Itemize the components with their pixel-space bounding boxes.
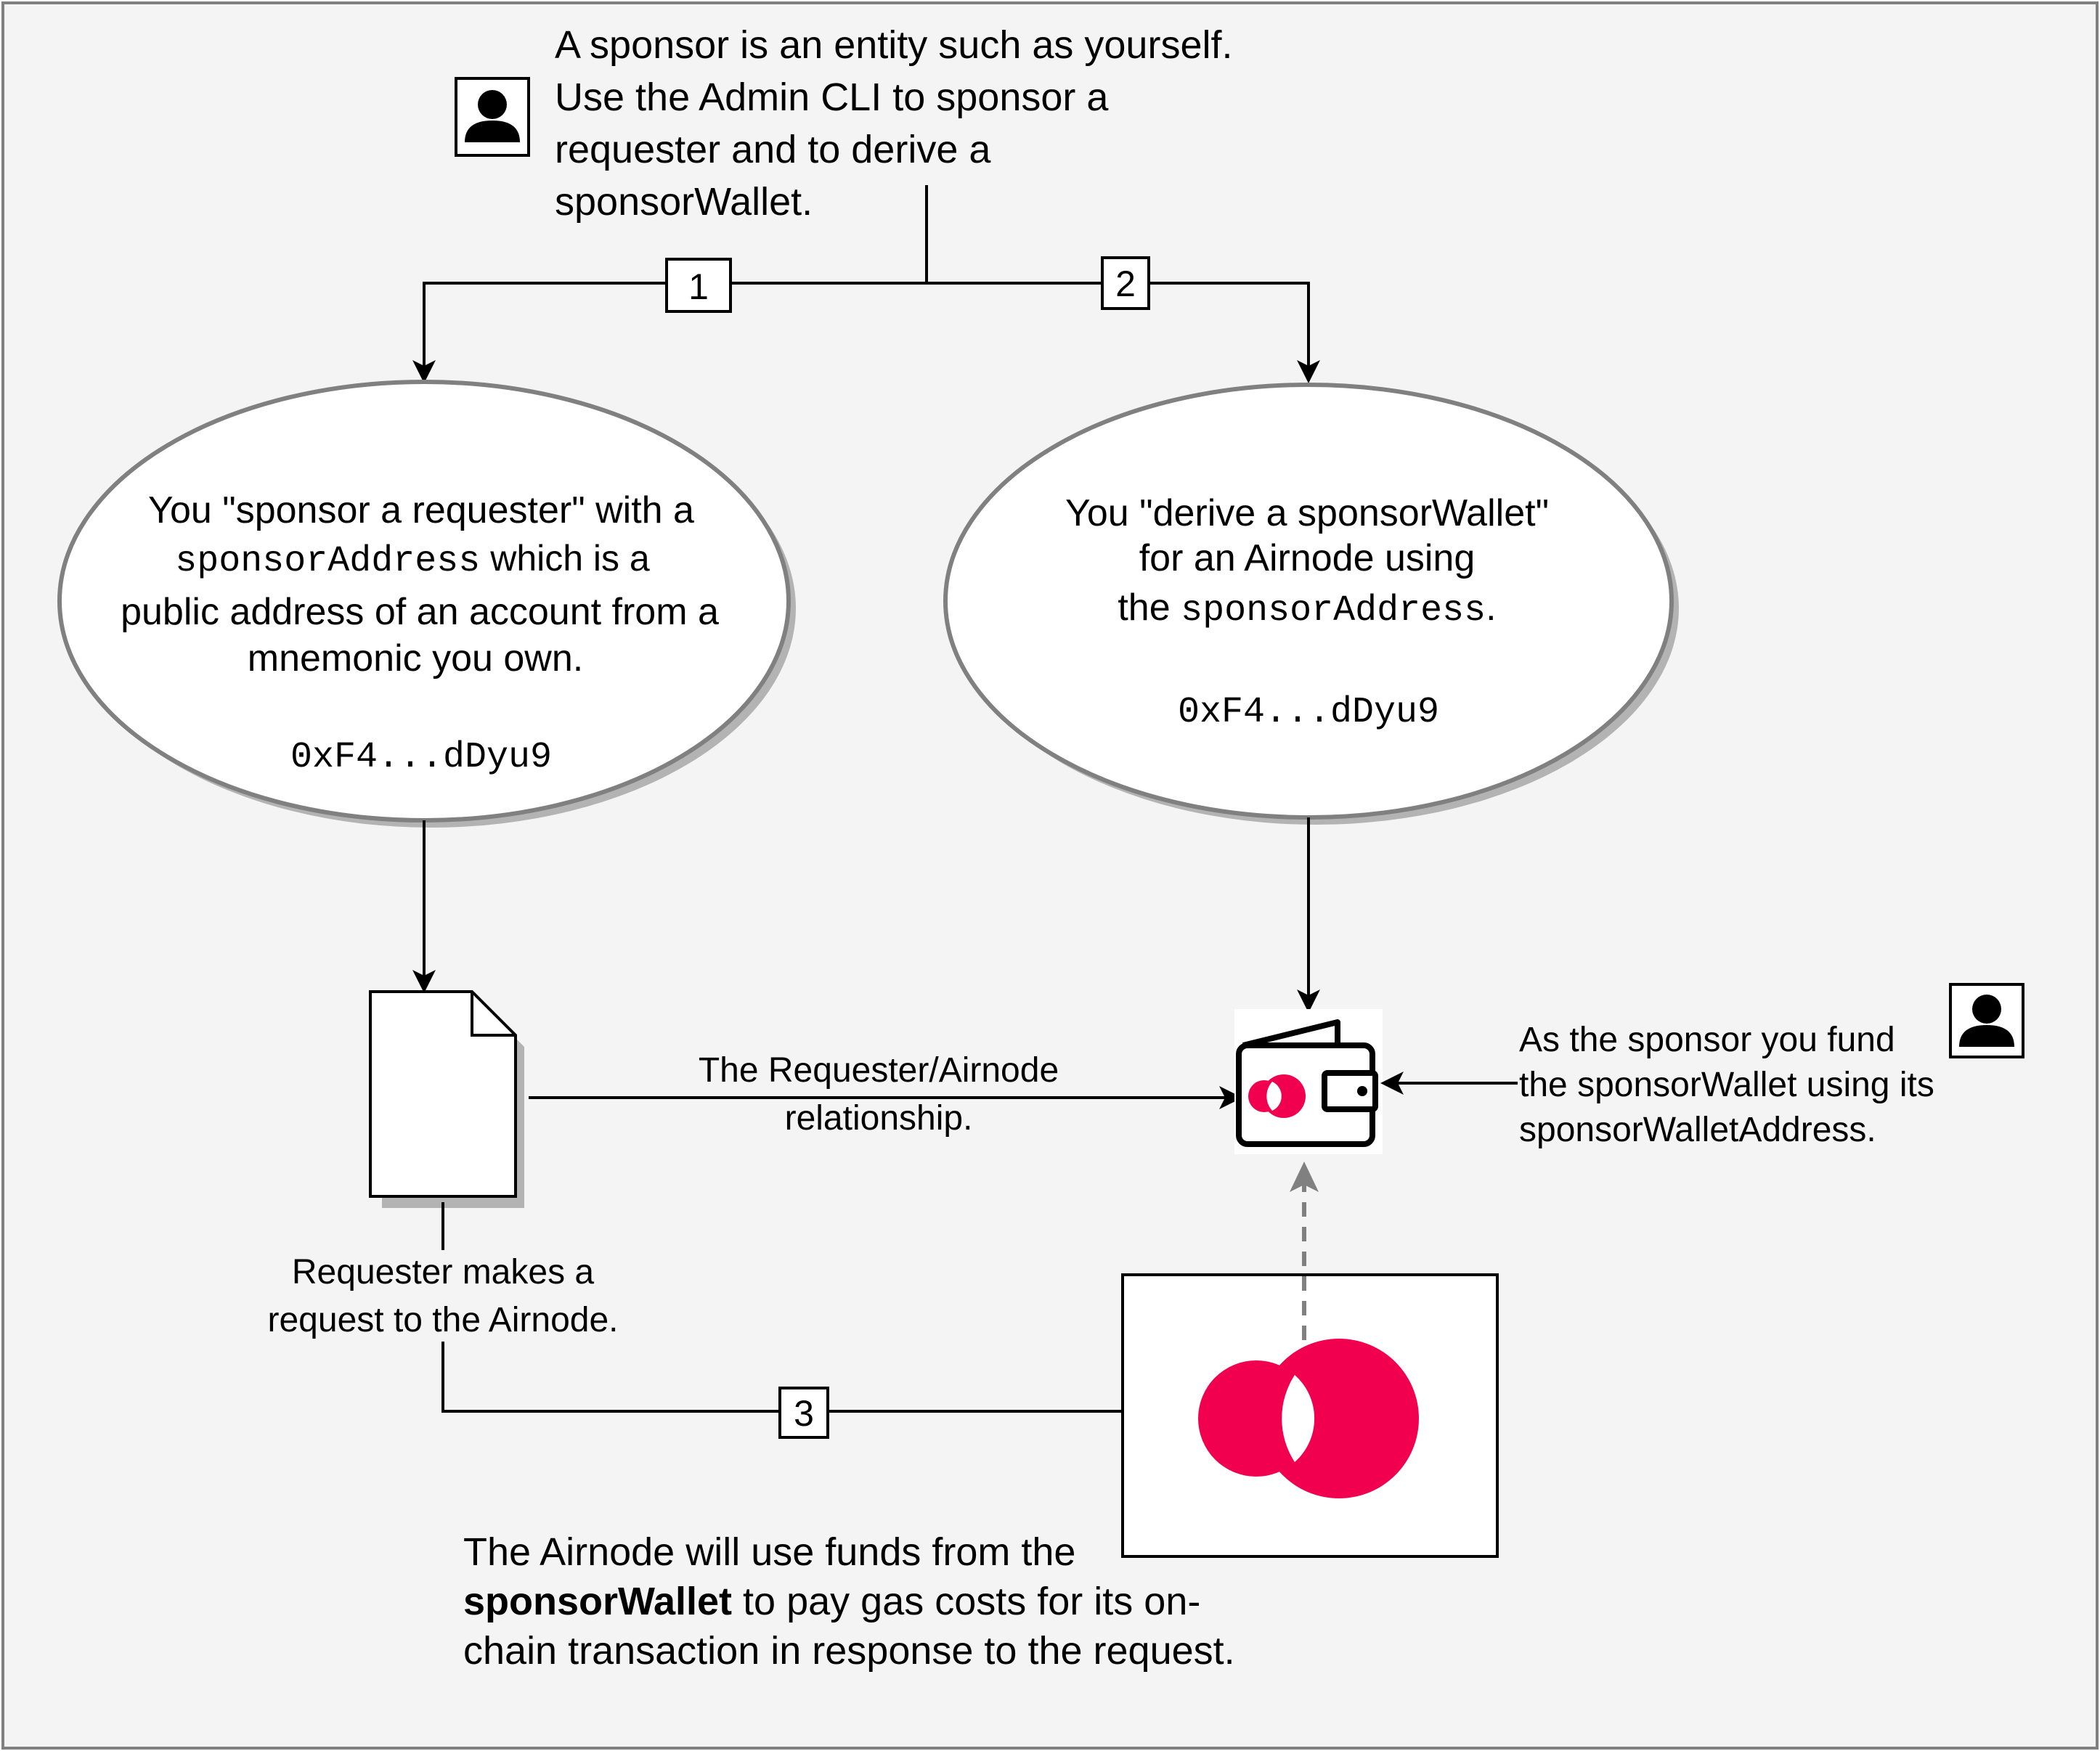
step-3-badge: 3 <box>778 1387 829 1439</box>
sponsor-note-line-4: sponsorWallet. <box>555 180 813 224</box>
right-node-line-1: You "derive a sponsorWallet" <box>1065 492 1549 534</box>
user-icon <box>455 77 530 157</box>
user-icon <box>1949 983 2024 1058</box>
fund-note-line-3: sponsorWalletAddress. <box>1519 1111 1876 1149</box>
sponsor-note-line-3: requester and to derive a <box>555 128 991 171</box>
fund-note-line-1: As the sponsor you fund <box>1519 1021 1895 1059</box>
right-node-line-3-end: . <box>1486 587 1496 629</box>
left-node-line-2: sponsorAddress which is a <box>175 538 650 582</box>
fund-note-line-2: the sponsorWallet using its <box>1519 1066 1934 1104</box>
sponsor-note-line-1: A sponsor is an entity such as yourself. <box>555 23 1232 67</box>
airnode-note-line-2: sponsorWallet to pay gas costs for its o… <box>463 1580 1200 1623</box>
airnode-to-wallet-dashed-edge <box>1290 1162 1319 1340</box>
step-1-badge: 1 <box>665 258 732 313</box>
left-node-line-1: You "sponsor a requester" with a <box>148 489 694 531</box>
relationship-label-line-1: The Requester/Airnode <box>699 1051 1059 1090</box>
sponsor-requester-node <box>57 380 796 828</box>
document-icon <box>369 990 524 1208</box>
step-2-label: 2 <box>1115 264 1136 304</box>
relationship-edge <box>529 1086 1242 1109</box>
request-label-line-1: Requester makes a <box>292 1253 595 1291</box>
airnode-note-bold: sponsorWallet <box>463 1580 732 1623</box>
left-node-line-2-text: which is a <box>480 538 650 579</box>
step-2-badge: 2 <box>1101 256 1150 310</box>
airnode-note-line-1: The Airnode will use funds from the <box>463 1530 1075 1574</box>
branch-connector <box>412 185 1320 383</box>
request-label-backdrop <box>247 1247 639 1344</box>
sponsor-note-line-2: Use the Admin CLI to sponsor a <box>555 75 1109 119</box>
airnode-note-line-2-text: to pay gas costs for its on- <box>732 1580 1200 1623</box>
step-3-label: 3 <box>794 1393 814 1434</box>
right-node-line-3-text: the <box>1118 587 1181 629</box>
right-node-address: 0xF4...dDyu9 <box>1178 692 1439 733</box>
right-node-to-wallet-edge <box>1297 817 1320 1013</box>
left-node-line-3: public address of an account from a <box>121 591 719 633</box>
derive-wallet-node <box>943 383 1679 825</box>
left-node-line-4: mnemonic you own. <box>248 637 583 679</box>
step-1-label: 1 <box>688 266 709 307</box>
right-node-line-2: for an Airnode using <box>1139 537 1476 579</box>
relationship-label-line-2: relationship. <box>785 1099 973 1138</box>
right-node-line-3: the sponsorAddress. <box>1118 587 1496 632</box>
airnode-note-line-3: chain transaction in response to the req… <box>463 1629 1235 1673</box>
fund-edge <box>1380 1072 1518 1095</box>
airnode-logo <box>1121 1273 1499 1558</box>
left-node-to-requester-edge <box>412 820 436 993</box>
request-label-line-2: request to the Airnode. <box>268 1301 619 1339</box>
left-node-address: 0xF4...dDyu9 <box>290 737 552 778</box>
wallet-icon <box>1234 1009 1383 1154</box>
left-node-code: sponsorAddress <box>175 541 480 582</box>
right-node-code: sponsorAddress <box>1181 590 1486 632</box>
